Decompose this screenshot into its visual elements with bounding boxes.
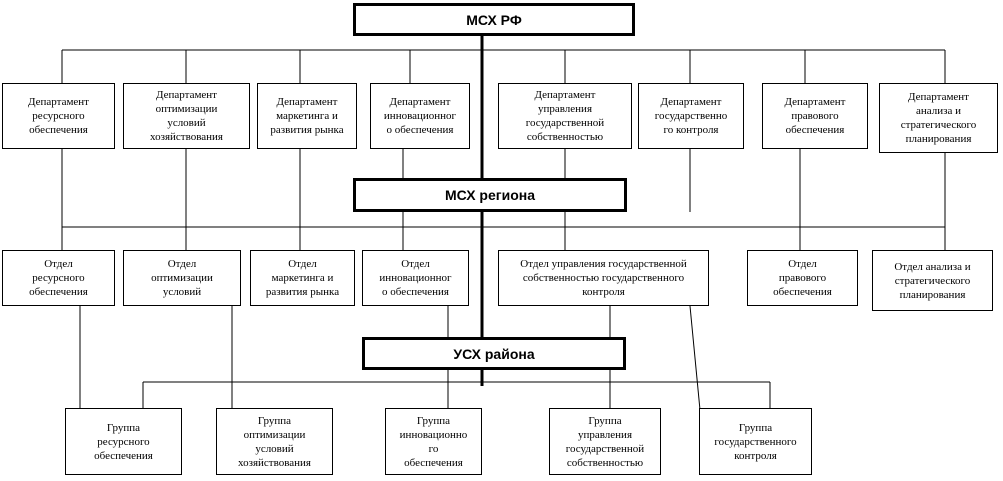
ministry-region-title: МСХ региона xyxy=(444,187,536,203)
unit-marketing: Отдел маркетинга и развития рынка xyxy=(250,250,355,306)
unit-optimization: Отдел оптимизации условий xyxy=(123,250,241,306)
unit-innovation: Отдел инновационног о обеспечения xyxy=(362,250,469,306)
unit-analysis: Отдел анализа и стратегического планиров… xyxy=(872,250,993,311)
dept-optimization: Департамент оптимизации условий хозяйств… xyxy=(123,83,250,149)
group-resource: Группа ресурсного обеспечения xyxy=(65,408,182,475)
dept-resource: Департамент ресурсного обеспечения xyxy=(2,83,115,149)
dept-property: Департамент управления государственной с… xyxy=(498,83,632,149)
group-optimization: Группа оптимизации условий хозяйствовани… xyxy=(216,408,333,475)
unit-property-control: Отдел управления государственной собстве… xyxy=(498,250,709,306)
group-state-control: Группа государственного контроля xyxy=(699,408,812,475)
dept-marketing: Департамент маркетинга и развития рынка xyxy=(257,83,357,149)
district-office-title: УСХ района xyxy=(453,345,535,362)
ministry-rf-box: МСХ РФ xyxy=(353,3,635,36)
ministry-region-box: МСХ региона xyxy=(353,178,627,212)
unit-legal: Отдел правового обеспечения xyxy=(747,250,858,306)
district-office-box: УСХ района xyxy=(362,337,626,370)
ministry-rf-title: МСХ РФ xyxy=(466,11,522,28)
group-property: Группа управления государственной собств… xyxy=(549,408,661,475)
dept-legal: Департамент правового обеспечения xyxy=(762,83,868,149)
group-innovation: Группа инновационно го обеспечения xyxy=(385,408,482,475)
dept-state-control: Департамент государственно го контроля xyxy=(638,83,744,149)
dept-analysis: Департамент анализа и стратегического пл… xyxy=(879,83,998,153)
unit-resource: Отдел ресурсного обеспечения xyxy=(2,250,115,306)
dept-innovation: Департамент инновационног о обеспечения xyxy=(370,83,470,149)
